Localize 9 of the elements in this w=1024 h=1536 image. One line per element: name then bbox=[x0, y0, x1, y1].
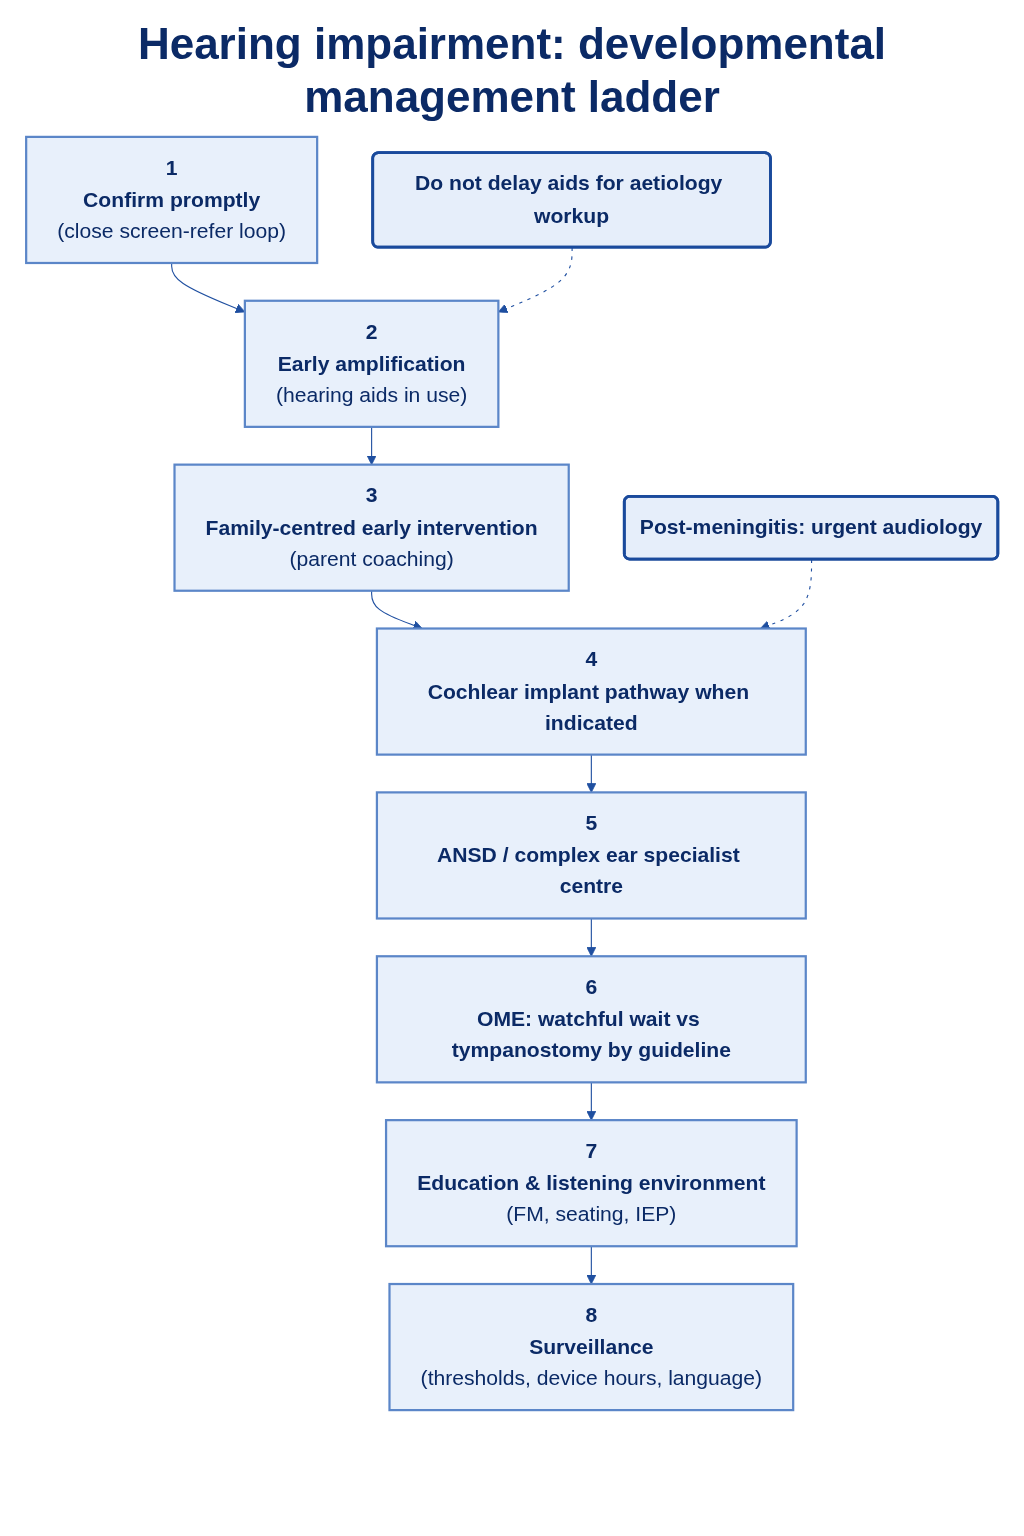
node-box: 5 ANSD / complex ear specialist centre bbox=[375, 790, 807, 920]
node-box: 8 Surveillance (thresholds, device hours, language) bbox=[388, 1282, 795, 1411]
node-box: 6 OME: watchful wait vs tympanostomy by guideline bbox=[375, 954, 807, 1084]
node-box: 1 Confirm promptly (close screen-refer loop) bbox=[25, 135, 319, 264]
node-box: 2 Early amplification (hearing aids in use) bbox=[243, 299, 500, 428]
diagram-title: Hearing impairment: developmental management ladder bbox=[136, 18, 888, 123]
node-box: 7 Education & listening environment (FM, seating, IEP) bbox=[384, 1118, 798, 1247]
node-box: 4 Cochlear implant pathway when indicated bbox=[375, 627, 807, 756]
node-box: 3 Family-centred early intervention (parent coaching) bbox=[173, 463, 570, 592]
